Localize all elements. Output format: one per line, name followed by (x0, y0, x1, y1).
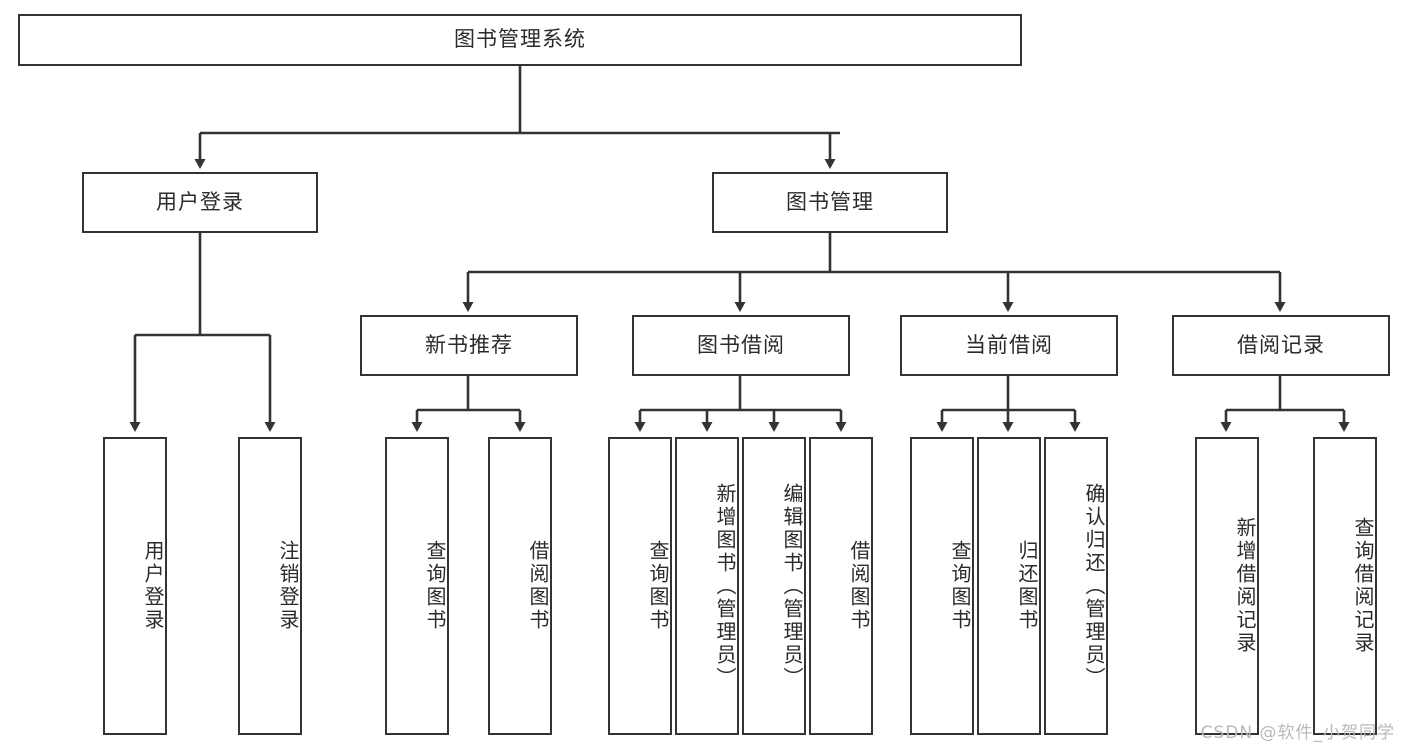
node-user-login[interactable]: 用户登录 (82, 172, 318, 233)
node-borrow-record[interactable]: 借阅记录 (1172, 315, 1390, 376)
node-label: 查询图书 (423, 540, 447, 632)
node-label: 用户登录 (141, 540, 165, 632)
node-label: 查询图书 (646, 540, 670, 632)
node-label: 新增图书（管理员） (713, 482, 737, 690)
leaf-borrow-add-book-admin[interactable]: 新增图书（管理员） (675, 437, 739, 735)
leaf-recommend-query-book[interactable]: 查询图书 (385, 437, 449, 735)
node-label: 查询图书 (948, 540, 972, 632)
node-book-borrow[interactable]: 图书借阅 (632, 315, 850, 376)
node-label: 新书推荐 (425, 332, 513, 357)
leaf-record-query-record[interactable]: 查询借阅记录 (1313, 437, 1377, 735)
leaf-borrow-edit-book-admin[interactable]: 编辑图书（管理员） (742, 437, 806, 735)
node-label: 图书管理系统 (454, 27, 586, 52)
node-current-borrow[interactable]: 当前借阅 (900, 315, 1118, 376)
node-label: 确认归还（管理员） (1082, 482, 1106, 690)
node-label: 查询借阅记录 (1351, 517, 1375, 655)
leaf-borrow-borrow-book[interactable]: 借阅图书 (809, 437, 873, 735)
node-label: 归还图书 (1015, 540, 1039, 632)
node-book-management[interactable]: 图书管理 (712, 172, 948, 233)
node-label: 当前借阅 (965, 332, 1053, 357)
node-label: 借阅图书 (526, 540, 550, 632)
node-label: 注销登录 (276, 540, 300, 632)
node-label: 用户登录 (156, 189, 244, 214)
leaf-user-login-signin[interactable]: 用户登录 (103, 437, 167, 735)
leaf-current-query-book[interactable]: 查询图书 (910, 437, 974, 735)
node-label: 编辑图书（管理员） (780, 482, 804, 690)
node-label: 借阅记录 (1237, 332, 1325, 357)
leaf-user-login-signout[interactable]: 注销登录 (238, 437, 302, 735)
node-label: 借阅图书 (847, 540, 871, 632)
node-label: 图书借阅 (697, 332, 785, 357)
node-label: 图书管理 (786, 189, 874, 214)
leaf-current-confirm-return-admin[interactable]: 确认归还（管理员） (1044, 437, 1108, 735)
leaf-record-add-record[interactable]: 新增借阅记录 (1195, 437, 1259, 735)
watermark-text: CSDN @软件_小贺同学 (1200, 723, 1395, 743)
node-label: 新增借阅记录 (1233, 517, 1257, 655)
node-root-system[interactable]: 图书管理系统 (18, 14, 1022, 66)
leaf-recommend-borrow-book[interactable]: 借阅图书 (488, 437, 552, 735)
node-new-book-recommend[interactable]: 新书推荐 (360, 315, 578, 376)
leaf-borrow-query-book[interactable]: 查询图书 (608, 437, 672, 735)
leaf-current-return-book[interactable]: 归还图书 (977, 437, 1041, 735)
